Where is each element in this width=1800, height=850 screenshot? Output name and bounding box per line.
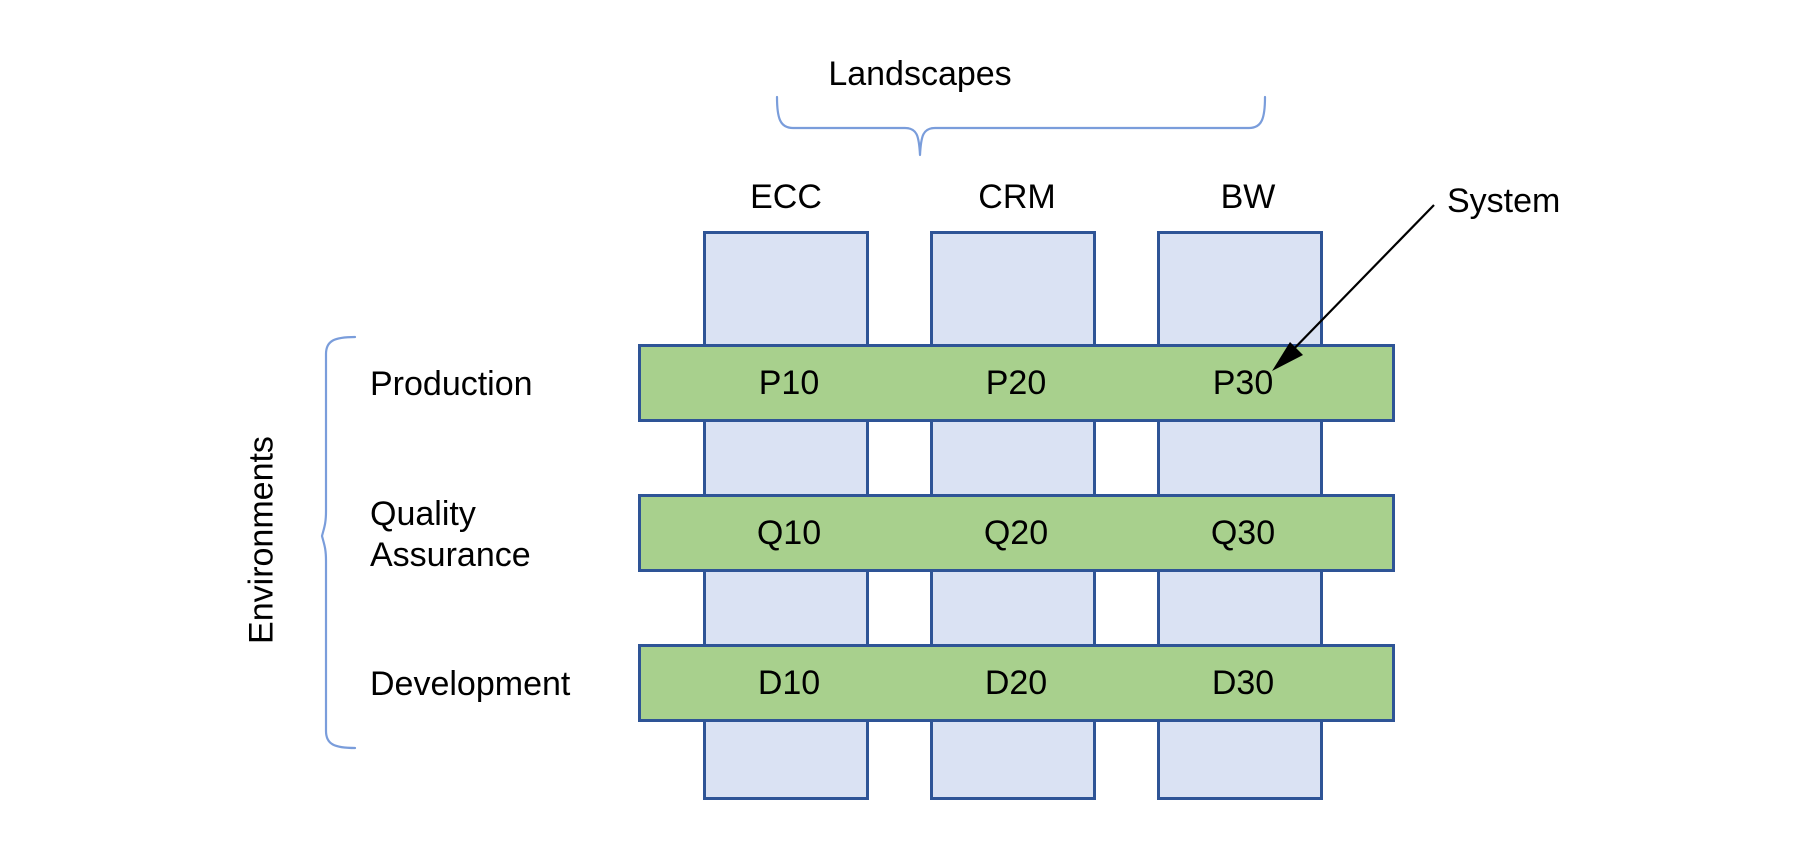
environment-label-development: Development <box>370 665 571 703</box>
environment-bar-quality-assurance[interactable]: Q10 Q20 Q30 <box>638 494 1395 572</box>
system-cell-p20[interactable]: P20 <box>985 363 1047 402</box>
landscape-header-ecc: ECC <box>750 178 822 216</box>
environments-title: Environments <box>242 436 281 644</box>
system-cell-d20[interactable]: D20 <box>984 663 1048 702</box>
environment-bar-production[interactable]: P10 P20 P30 <box>638 344 1395 422</box>
system-cell-d30[interactable]: D30 <box>1211 663 1275 702</box>
landscape-header-bw: BW <box>1220 178 1276 216</box>
system-cell-p30[interactable]: P30 <box>1212 363 1274 402</box>
environment-label-production: Production <box>370 365 533 403</box>
system-cell-q20[interactable]: Q20 <box>983 513 1049 552</box>
landscape-header-crm: CRM <box>978 178 1056 216</box>
landscapes-brace <box>775 95 1267 157</box>
environment-label-quality-assurance: Quality Assurance <box>370 495 531 574</box>
system-callout-label: System <box>1447 182 1561 220</box>
landscapes-title: Landscapes <box>828 55 1012 93</box>
environment-bar-development[interactable]: D10 D20 D30 <box>638 644 1395 722</box>
system-cell-q10[interactable]: Q10 <box>756 513 822 552</box>
system-cell-p10[interactable]: P10 <box>758 363 820 402</box>
system-cell-q30[interactable]: Q30 <box>1210 513 1276 552</box>
system-cell-d10[interactable]: D10 <box>757 663 821 702</box>
environments-brace <box>320 335 357 750</box>
